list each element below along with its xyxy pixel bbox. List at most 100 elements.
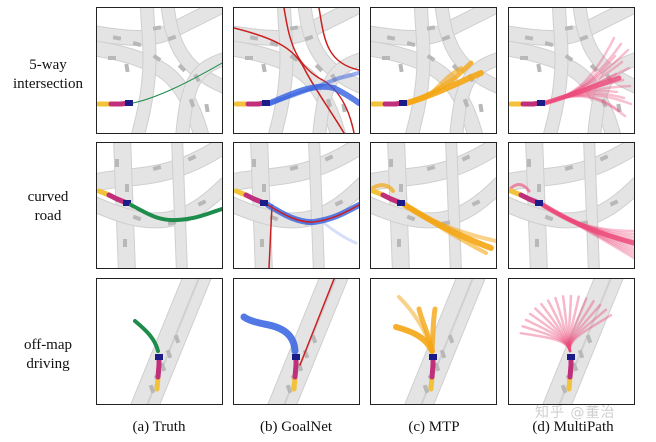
lane-marker: [123, 239, 127, 247]
road-surface: [97, 41, 208, 133]
lane-marker: [577, 349, 585, 359]
goal-path: [267, 204, 359, 223]
lane-marker: [524, 35, 534, 41]
lane-marker: [245, 56, 253, 60]
truth-trajectory: [133, 319, 160, 353]
lane-marker: [406, 214, 416, 222]
lane-marker: [289, 25, 299, 31]
lane-marker: [285, 384, 293, 394]
multipath-sample: [519, 331, 572, 353]
agent-box: [399, 100, 407, 106]
lane-marker: [399, 184, 403, 192]
truth-trajectory: [129, 203, 222, 223]
multipath-sample: [567, 294, 573, 353]
scene-offmap-truth: [130, 279, 212, 404]
agent-box: [567, 354, 575, 360]
row-label-curved-line1: curved: [27, 189, 69, 205]
lane-marker: [426, 25, 436, 31]
mtp-prediction: [429, 306, 438, 354]
lane-marker: [560, 384, 568, 394]
panel-5way-multipath: [508, 7, 635, 134]
lane-marker: [439, 349, 447, 359]
scene-offmap-goalnet: [240, 279, 349, 404]
agent-box: [123, 200, 131, 206]
agent-box: [537, 100, 545, 106]
lane-marker: [535, 239, 539, 247]
lane-marker: [478, 103, 484, 113]
lane-marker: [124, 63, 130, 73]
lane-marker: [406, 41, 416, 47]
lane-marker: [304, 34, 314, 42]
col-label-goalnet: (b) GoalNet: [259, 419, 333, 435]
scene-offmap-mtp: [393, 279, 486, 404]
scene-curved-goalnet: [234, 143, 359, 268]
lane-marker: [152, 54, 162, 62]
mtp-prediction: [403, 203, 496, 243]
lane-marker: [334, 199, 344, 207]
road-surface: [309, 143, 324, 268]
multipath-sample: [528, 312, 572, 353]
lane-marker: [600, 98, 608, 108]
multipath-prediction: [509, 183, 531, 193]
goal-path: [268, 204, 273, 268]
lane-marker: [187, 154, 197, 162]
panel-5way-truth: [96, 7, 223, 134]
row-label-offmap-line2: driving: [26, 356, 70, 372]
road-surface: [584, 143, 599, 268]
lane-marker: [397, 239, 401, 247]
lane-marker: [520, 56, 528, 60]
lane-marker: [152, 25, 162, 31]
road-surface: [131, 279, 198, 404]
panel-offmap-goalnet: [233, 278, 360, 405]
road-surface: [161, 8, 222, 93]
lane-marker: [386, 35, 396, 41]
row-label-5way-line2: intersection: [13, 76, 83, 92]
scene-5way-truth: [97, 8, 222, 133]
goalnet-prediction: [268, 71, 359, 105]
multipath-sample: [546, 299, 572, 353]
undefined: [132, 62, 222, 104]
scene-curved-truth: [97, 143, 222, 268]
road-surface: [97, 143, 222, 191]
road-surface: [234, 143, 359, 191]
lane-marker: [112, 35, 122, 41]
multipath-sample: [568, 300, 595, 353]
col-label-mtp: (c) MTP: [408, 419, 460, 435]
lane-marker: [426, 54, 436, 62]
lane-marker: [589, 63, 599, 73]
goal-path: [283, 8, 355, 133]
lane-marker: [314, 63, 324, 73]
road-surface: [509, 178, 634, 228]
multipath-sample: [568, 295, 580, 353]
panel-curved-goalnet: [233, 142, 360, 269]
lane-marker: [188, 98, 196, 108]
lane-marker: [579, 34, 589, 42]
lane-marker: [537, 184, 541, 192]
goal-path: [234, 27, 345, 133]
watermark: 知乎 @董治: [535, 405, 616, 421]
lane-marker: [422, 384, 430, 394]
agent-box: [535, 200, 543, 206]
lane-marker: [536, 63, 542, 73]
multipath-sample: [568, 297, 588, 353]
lane-marker: [125, 184, 129, 192]
mtp-prediction: [429, 66, 463, 96]
lane-marker: [616, 103, 622, 113]
lane-marker: [462, 98, 470, 108]
lane-marker: [544, 41, 554, 47]
lane-marker: [197, 199, 207, 207]
goal-path: [299, 279, 335, 366]
goal-path: [318, 8, 359, 71]
road-surface: [176, 53, 222, 133]
road-surface: [509, 41, 620, 133]
lane-marker: [398, 63, 404, 73]
lane-marker: [325, 98, 333, 108]
lane-marker: [132, 41, 142, 47]
lane-marker: [585, 334, 593, 344]
agent-box: [155, 354, 163, 360]
lane-marker: [324, 154, 334, 162]
lane-marker: [609, 199, 619, 207]
panel-offmap-multipath: [508, 278, 635, 405]
agent-box: [262, 100, 270, 106]
lane-marker: [173, 334, 181, 344]
